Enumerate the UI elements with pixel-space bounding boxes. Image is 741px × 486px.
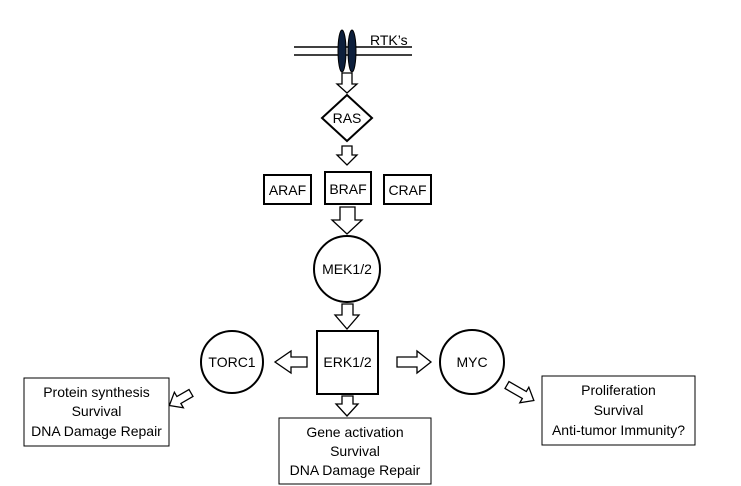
myc-outcome-line-2: Survival: [594, 402, 644, 418]
arrow-erk-to-myc: [396, 349, 433, 375]
torc1-node: TORC1: [200, 330, 264, 394]
erk-outcome-box: Gene activation Survival DNA Damage Repa…: [278, 417, 432, 485]
braf-label: BRAF: [329, 181, 366, 197]
craf-node: CRAF: [383, 174, 432, 205]
erk-label: ERK1/2: [323, 354, 371, 370]
arrow-ras-to-braf: [335, 145, 359, 166]
arrow-braf-to-mek: [330, 206, 364, 235]
myc-outcome-line-3: Anti-tumor Immunity?: [552, 422, 685, 438]
araf-node: ARAF: [263, 174, 312, 205]
rtk-label: RTK’s: [370, 32, 408, 48]
araf-label: ARAF: [269, 182, 306, 198]
arrow-myc-to-outcome: [504, 380, 535, 404]
erk-node: ERK1/2: [316, 330, 379, 395]
erk-outcome-line-2: Survival: [330, 443, 380, 459]
mek-node: MEK1/2: [313, 235, 381, 303]
arrow-erk-to-outcome: [334, 395, 360, 417]
torc1-outcome-line-3: DNA Damage Repair: [31, 423, 162, 439]
ras-node: RAS: [320, 93, 374, 143]
rtk-receptor-icon: [337, 29, 357, 73]
myc-node: MYC: [439, 329, 505, 395]
erk-outcome-line-3: DNA Damage Repair: [290, 462, 421, 478]
torc1-outcome-line-1: Protein synthesis: [43, 384, 150, 400]
ras-label: RAS: [333, 110, 362, 126]
arrow-mek-to-erk: [333, 303, 361, 330]
myc-label: MYC: [456, 354, 487, 370]
erk-outcome-line-1: Gene activation: [306, 424, 403, 440]
craf-label: CRAF: [388, 182, 426, 198]
torc1-outcome-line-2: Survival: [72, 403, 122, 419]
arrow-rtk-to-ras: [335, 72, 359, 94]
arrow-torc1-to-outcome: [168, 388, 194, 409]
myc-outcome-line-1: Proliferation: [581, 382, 656, 398]
myc-outcome-box: Proliferation Survival Anti-tumor Immuni…: [541, 375, 696, 446]
mek-label: MEK1/2: [322, 261, 372, 277]
torc1-outcome-box: Protein synthesis Survival DNA Damage Re…: [23, 377, 170, 447]
arrow-erk-to-torc1: [273, 349, 308, 375]
torc1-label: TORC1: [208, 354, 255, 370]
braf-node: BRAF: [324, 171, 372, 205]
